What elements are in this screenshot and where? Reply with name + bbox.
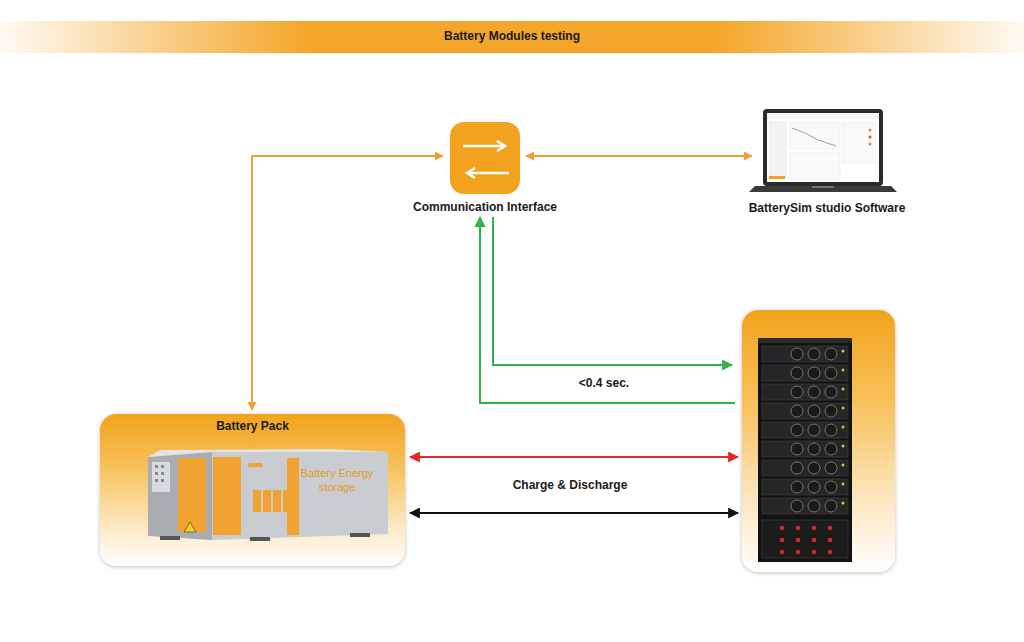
laptop-illustration [749,109,897,192]
node-label: Battery Pack [100,419,405,433]
interface-node: Communication Interface [400,122,570,217]
green-connector [493,217,732,365]
red-connector [410,456,738,458]
green-connector [480,217,735,403]
interface-arrows [463,141,509,178]
node-label: BatterySim studio Software [720,201,934,215]
title-band: Battery Modules testing [0,21,1024,53]
container-illustration [148,449,388,541]
title-text: Battery Modules testing [0,29,1024,43]
container-text: Battery Energy storage [296,466,378,494]
rack-illustration [758,338,852,562]
orange-connector [526,155,752,157]
edge-label: <0.4 sec. [579,376,629,390]
orange-connector [252,156,443,410]
interface-icon [450,122,520,194]
edge-label: Charge & Discharge [513,478,628,492]
black-connector [410,512,738,514]
node-label: Communication Interface [400,200,570,214]
